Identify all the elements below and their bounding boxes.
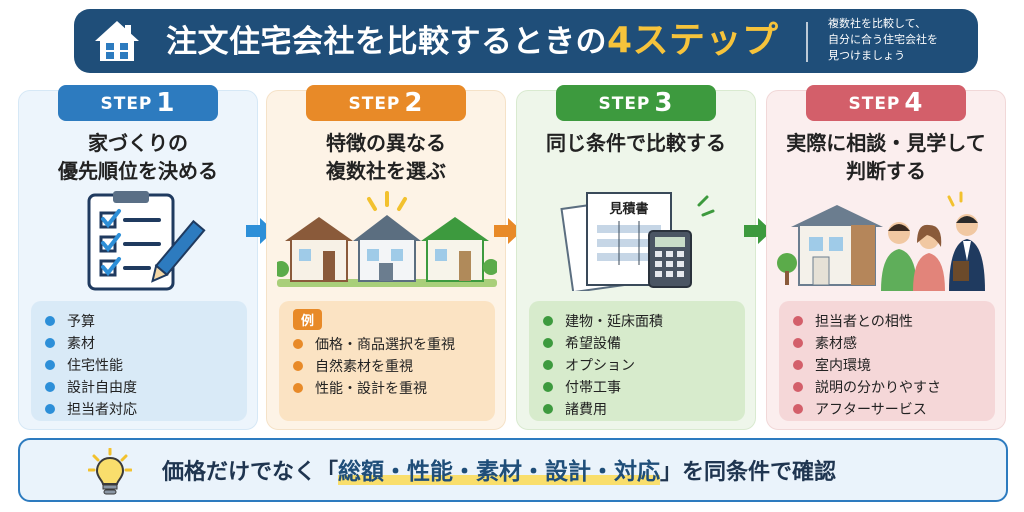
list-item: 性能・設計を重視 bbox=[293, 378, 481, 400]
list-item: 担当者との相性 bbox=[793, 311, 981, 333]
step-3-list: 建物・延床面積 希望設備 オプション 付帯工事 諸費用 bbox=[529, 301, 745, 421]
list-item: 素材感 bbox=[793, 333, 981, 355]
step-3-title: 同じ条件で比較する bbox=[546, 131, 726, 155]
house-icon bbox=[95, 21, 139, 61]
list-item: 価格・商品選択を重視 bbox=[293, 334, 481, 356]
summary-banner bbox=[18, 438, 1008, 502]
list-item: 担当者対応 bbox=[45, 399, 233, 421]
checklist-clipboard-icon bbox=[87, 191, 206, 291]
header-bar bbox=[74, 9, 978, 73]
step-4-title: 実際に相談・見学して 判断する bbox=[786, 131, 986, 183]
arrow-right-icon bbox=[744, 218, 772, 244]
step-2-list: 例 価格・商品選択を重視 自然素材を重視 性能・設計を重視 bbox=[279, 301, 495, 421]
list-item: 自然素材を重視 bbox=[293, 356, 481, 378]
title-accent: 4ステップ bbox=[607, 20, 779, 61]
list-item: 予算 bbox=[45, 311, 233, 333]
step-1-title: 家づくりの 優先順位を決める bbox=[58, 131, 218, 183]
summary-highlight: 総額・性能・素材・設計・対応 bbox=[338, 459, 661, 485]
lightbulb-icon bbox=[88, 448, 132, 495]
step-2-title: 特徴の異なる 複数社を選ぶ bbox=[326, 131, 446, 183]
list-item: 付帯工事 bbox=[543, 377, 731, 399]
list-item: 室内環境 bbox=[793, 355, 981, 377]
consultation-people-icon bbox=[777, 191, 985, 291]
list-item: 希望設備 bbox=[543, 333, 731, 355]
arrow-right-icon bbox=[494, 218, 522, 244]
list-item: 設計自由度 bbox=[45, 377, 233, 399]
list-item: 住宅性能 bbox=[45, 355, 233, 377]
list-item: 建物・延床面積 bbox=[543, 311, 731, 333]
estimate-calculator-icon: 見積書 bbox=[560, 192, 715, 291]
list-item: オプション bbox=[543, 355, 731, 377]
list-item: 説明の分かりやすさ bbox=[793, 377, 981, 399]
list-item: 素材 bbox=[45, 333, 233, 355]
header-divider bbox=[806, 22, 808, 62]
step-4-list: 担当者との相性 素材感 室内環境 説明の分かりやすさ アフターサービス bbox=[779, 301, 995, 421]
list-item: アフターサービス bbox=[793, 399, 981, 421]
document-label: 見積書 bbox=[608, 201, 648, 217]
header-subtitle: 複数社を比較して、 自分に合う住宅会社を 見つけましょう bbox=[828, 17, 938, 62]
list-item: 諸費用 bbox=[543, 399, 731, 421]
three-houses-icon bbox=[277, 191, 497, 287]
example-label: 例 bbox=[293, 309, 323, 330]
summary-text: 価格だけでなく「総額・性能・素材・設計・対応」を同条件で確認 bbox=[162, 459, 837, 485]
page-title: 注文住宅会社を比較するときの4ステップ bbox=[166, 20, 779, 61]
step-1-list: 予算 素材 住宅性能 設計自由度 担当者対応 bbox=[31, 301, 247, 421]
